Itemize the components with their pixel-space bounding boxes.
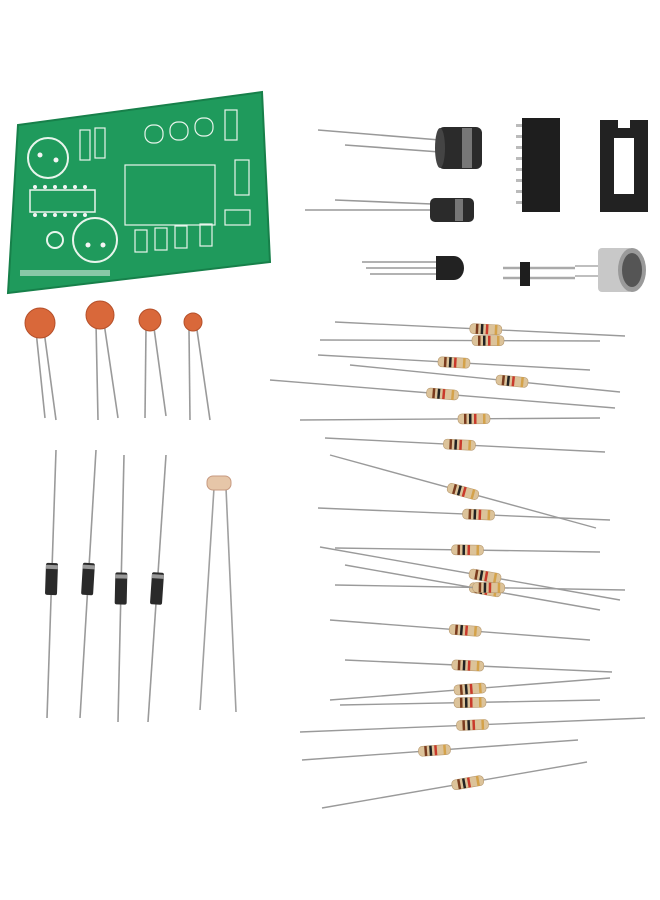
electrolytic-capacitor-small <box>305 198 474 222</box>
resistor <box>299 717 646 733</box>
resistor <box>301 739 579 761</box>
resistor <box>334 321 626 337</box>
photoresistor <box>199 475 237 713</box>
resistor <box>349 364 621 393</box>
resistor <box>269 379 616 409</box>
electrolytic-capacitor-large <box>317 127 482 169</box>
resistor <box>329 454 597 529</box>
resistor <box>344 659 613 673</box>
diode <box>114 454 128 723</box>
ic-socket <box>600 120 648 212</box>
resistor <box>334 544 601 556</box>
pin-header <box>503 262 575 286</box>
ceramic-capacitor <box>183 312 211 421</box>
resistor <box>334 582 626 594</box>
diode <box>147 454 167 723</box>
resistor <box>299 413 601 425</box>
resistor <box>319 546 621 601</box>
ceramic-capacitor <box>85 300 119 421</box>
resistor <box>317 507 611 521</box>
electret-microphone <box>575 248 646 292</box>
ceramic-capacitor <box>24 307 57 421</box>
printed-circuit-board <box>6 90 272 295</box>
transistor <box>362 256 464 280</box>
resistor <box>324 437 606 453</box>
ceramic-capacitor <box>138 308 167 419</box>
resistor <box>317 354 591 371</box>
diode <box>45 449 58 719</box>
ic-chip <box>516 118 560 212</box>
resistor <box>339 696 601 709</box>
diode <box>79 449 97 719</box>
resistor <box>321 761 588 809</box>
resistor <box>329 677 611 701</box>
resistor <box>329 619 591 641</box>
resistor <box>319 335 601 346</box>
